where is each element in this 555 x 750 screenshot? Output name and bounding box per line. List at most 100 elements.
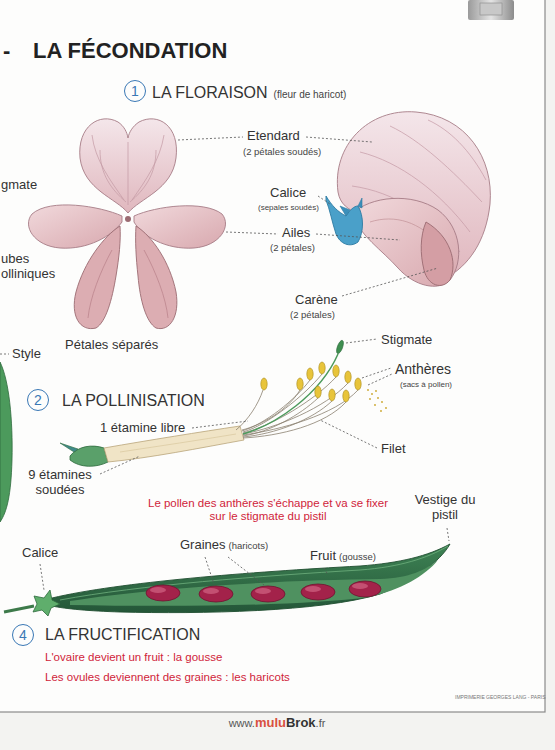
watermark: .fr [316,717,326,730]
anther [307,368,313,380]
part-label: gmate [1,178,37,193]
label-row: LA FLORAISON(fleur de haricot) [152,84,346,102]
vein [100,150,126,202]
anther [333,365,339,377]
part-note: (sepales soudés) [258,203,319,212]
pistil-fragment [0,362,12,522]
stem [4,606,34,612]
part-note: (haricots) [229,541,269,552]
pollen-grain [375,390,377,392]
leader-line [178,137,243,140]
stamen-group [60,340,387,467]
petal-veins [92,135,164,205]
section-heading: LA POLLINISATION [62,392,205,410]
wing-petal [352,198,459,286]
pod-calyx [33,590,60,616]
leader-lines [40,528,449,590]
leader-line [320,420,377,448]
anther [261,378,267,390]
pollen-grain [377,397,379,399]
watermark: Brok [286,716,316,731]
leader-line [316,234,400,240]
seed-highlight [352,583,368,589]
pod-group [4,544,450,616]
seed [349,581,381,597]
part-label: Calice [22,546,58,561]
part-label: Graines [180,538,226,553]
seed-highlight [305,586,321,592]
leader-line [306,137,372,142]
calyx-tooth [358,198,362,208]
label-row: Graines(haricots) [180,538,268,553]
vein [130,150,156,202]
seed [301,584,335,600]
keel-petal [421,222,453,285]
label-row: www.muluBrok.fr [229,716,326,731]
keel-petal [136,226,177,329]
watermark: www. [229,717,255,730]
part-label: Vestige du pistil [414,493,476,523]
leader-lines [0,137,438,354]
vein [428,120,486,180]
tube-shade [120,434,236,452]
section-heading: LA FRUCTIFICATION [45,626,200,644]
anther [319,362,325,374]
poster-clip [468,0,514,20]
seed-highlights [150,583,368,594]
part-note: (2 pétales) [290,310,335,321]
pollen-grain [381,401,383,403]
part-label: 1 étamine libre [100,421,185,436]
part-note: (2 pétales) [270,243,315,254]
side-flower [326,112,490,287]
note-text: Le pollen des anthères s'échappe et va s… [143,497,393,523]
anthers [261,362,361,402]
keel-shade [88,250,112,318]
part-label: Ailes [282,226,310,241]
callout-number-text: 2 [34,393,42,407]
leader-line [40,564,44,590]
pollen-grain [371,393,373,395]
pollen-grain [369,398,371,400]
pod [52,544,450,613]
vein [132,135,164,200]
leader-line [346,339,377,343]
watermark: mulu [255,716,286,731]
part-label: Calice [270,186,306,201]
part-label: Etendard [247,129,300,144]
part-label: ubes olliniques [1,252,55,282]
pollen-grain [374,404,376,406]
style [243,354,338,434]
label-row: Fruit(gousse) [310,549,376,564]
part-label: Stigmate [381,333,432,348]
clip-plate [480,3,502,15]
part-note: (2 pétales soudés) [243,147,321,158]
seed-highlight [203,588,219,594]
part-label: Anthères [395,361,451,377]
vein [92,135,124,200]
anther [355,378,361,390]
leader-line [342,268,438,296]
part-note: (gousse) [339,552,376,563]
separated-petals [28,119,225,329]
seed [199,586,233,602]
pod-interior [70,560,438,606]
pollen-grain [385,407,387,409]
part-label: Pétales séparés [65,338,158,353]
note-text: L'ovaire devient un fruit : la gousse [45,651,222,664]
leader-line [324,568,328,575]
leader-line [447,528,449,541]
pollen-grains [367,389,387,412]
clip-body [468,0,514,20]
anther [329,389,335,401]
callout-number-text: 4 [19,628,27,642]
leader-line [228,557,264,585]
anther [297,378,303,390]
calyx-tooth [340,206,350,216]
anther [343,390,349,402]
leader-line [192,421,248,428]
seed-highlight [255,588,271,594]
part-label: 9 étamines soudées [20,468,100,498]
heading-dash: - [3,38,10,63]
